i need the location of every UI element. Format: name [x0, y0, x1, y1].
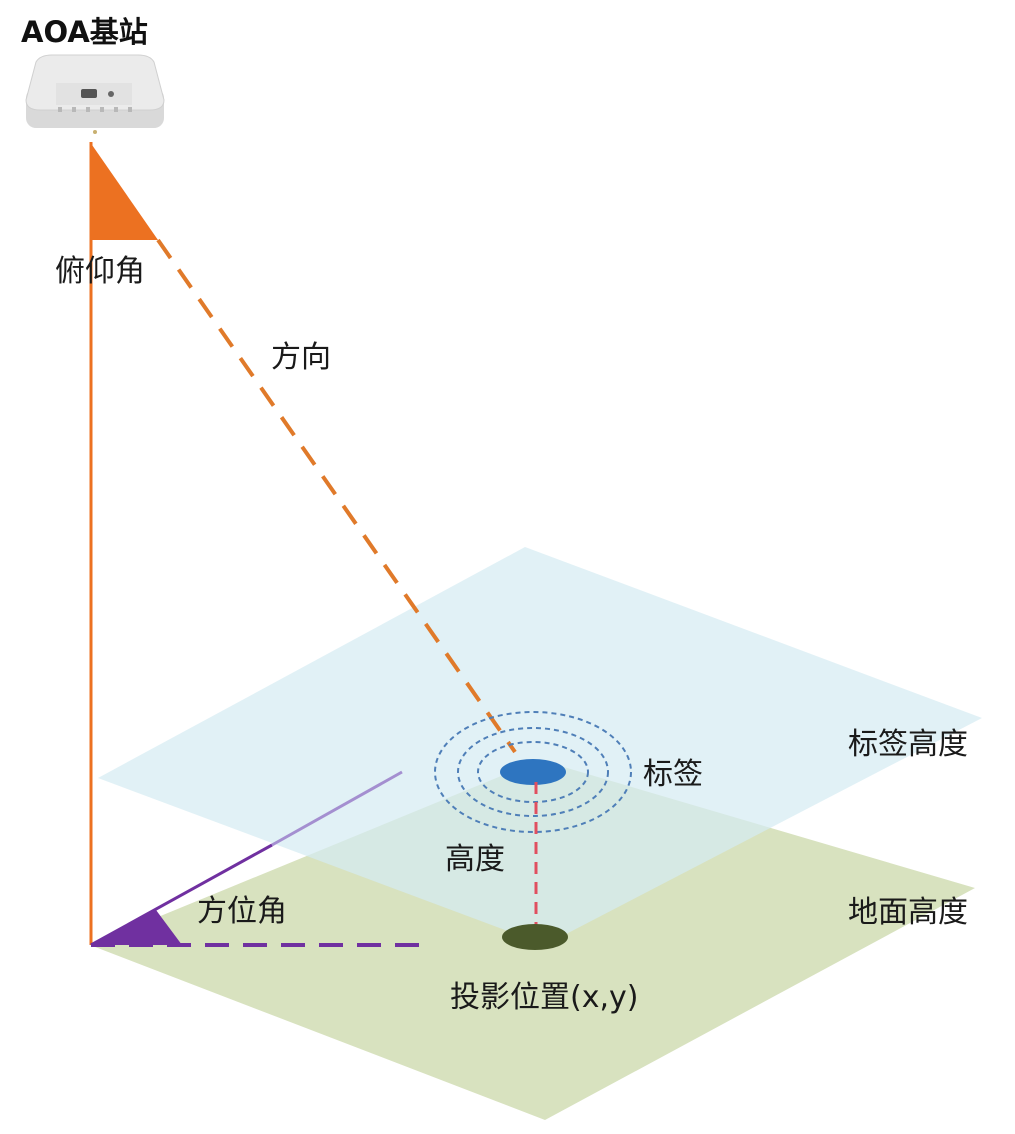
tag-height-plane: [98, 547, 982, 945]
tag-dot: [500, 759, 566, 785]
elevation-angle-label: 俯仰角: [55, 254, 145, 289]
base-station-title: AOA基站: [21, 15, 148, 49]
azimuth-line-faded: [271, 770, 403, 847]
elevation-angle-wedge: [90, 142, 158, 240]
azimuth-angle-label: 方位角: [197, 894, 287, 929]
tag-height-plane-label: 标签高度: [848, 727, 968, 762]
projection-position-label: 投影位置(x,y): [450, 980, 639, 1015]
direction-label: 方向: [271, 340, 331, 375]
aoa-base-station-icon: [25, 54, 165, 134]
azimuth-line: [90, 843, 273, 947]
ground-height-plane-label: 地面高度: [848, 895, 968, 930]
signal-rings: [434, 711, 632, 833]
direction-line: [156, 238, 517, 754]
height-label: 高度: [445, 842, 505, 877]
tag-label: 标签: [643, 757, 703, 792]
azimuth-angle-wedge: [91, 910, 182, 945]
projection-dot: [502, 924, 568, 950]
